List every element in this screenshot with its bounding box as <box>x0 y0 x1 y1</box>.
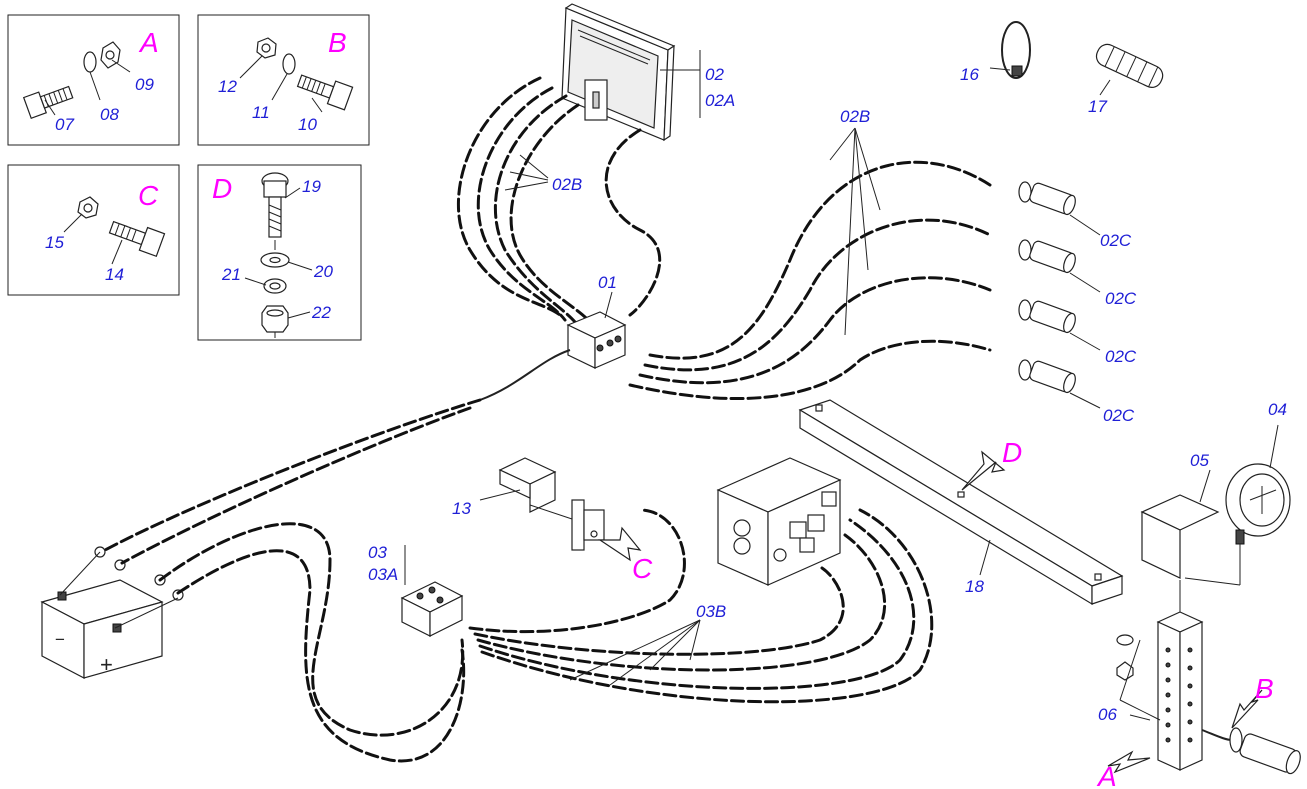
detail-letter-b: B <box>328 27 347 58</box>
detail-letter-d: D <box>212 173 232 204</box>
label-07: 07 <box>55 115 74 134</box>
label-06: 06 <box>1098 705 1117 724</box>
label-20: 20 <box>313 262 333 281</box>
junction-box-01: 01 <box>479 273 627 401</box>
label-01: 01 <box>598 273 617 292</box>
label-02C-1: 02C <box>1100 231 1132 250</box>
battery-minus: − <box>55 630 65 649</box>
detail-box-c: 15 14 C <box>7 164 180 296</box>
label-13: 13 <box>452 499 471 518</box>
label-10: 10 <box>298 115 317 134</box>
label-02C-2: 02C <box>1105 289 1137 308</box>
detail-letter-a: A <box>138 27 159 58</box>
monitor-02: 02 02A <box>561 3 735 142</box>
label-03A: 03A <box>368 565 398 584</box>
label-21: 21 <box>221 265 241 284</box>
work-lamp-04: 04 <box>1184 400 1291 586</box>
label-04: 04 <box>1268 400 1287 419</box>
label-03B: 03B <box>696 602 726 621</box>
label-09: 09 <box>135 75 154 94</box>
cable-clamp-16: 16 <box>960 21 1031 84</box>
label-19: 19 <box>302 177 321 196</box>
callout-letter-a: A <box>1096 761 1117 789</box>
callout-d: D <box>961 437 1022 491</box>
battery-plus: + <box>100 652 113 677</box>
label-02B-top: 02B <box>840 107 870 126</box>
camera-02C-4: 02C <box>1018 359 1135 425</box>
control-box-03: 03 03A <box>368 543 464 637</box>
label-22: 22 <box>311 303 331 322</box>
cable-sleeve-17: 17 <box>1088 43 1164 116</box>
detail-box-a: 07 08 09 A <box>7 14 180 146</box>
camera-02C-1: 02C <box>1018 181 1132 250</box>
callout-letter-b: B <box>1255 673 1274 704</box>
label-17: 17 <box>1088 97 1107 116</box>
bracket-13: 13 <box>452 457 605 551</box>
label-15: 15 <box>45 233 64 252</box>
label-12: 12 <box>218 77 237 96</box>
label-11: 11 <box>252 103 270 122</box>
cables-03B: 03B <box>468 508 934 704</box>
label-14: 14 <box>105 265 124 284</box>
label-05: 05 <box>1190 451 1209 470</box>
detail-box-d: 19 20 21 22 D <box>197 164 362 341</box>
callout-letter-c: C <box>632 553 653 584</box>
callout-letter-d: D <box>1002 437 1022 468</box>
callout-b: B <box>1231 673 1274 729</box>
label-02A: 02A <box>705 91 735 110</box>
cables-02B: 02B 02B <box>456 76 992 401</box>
label-02C-3: 02C <box>1105 347 1137 366</box>
label-02: 02 <box>705 65 724 84</box>
camera-02C-3: 02C <box>1018 299 1137 366</box>
label-02C-4: 02C <box>1103 406 1135 425</box>
label-08: 08 <box>100 105 119 124</box>
detail-letter-c: C <box>138 180 159 211</box>
rail-18: 18 <box>798 399 1124 606</box>
battery: − + <box>40 546 184 679</box>
label-02B-left: 02B <box>552 175 582 194</box>
label-18: 18 <box>965 577 984 596</box>
mounting-post-06: 06 <box>1098 580 1204 771</box>
detail-box-b: 12 11 10 B <box>197 14 370 146</box>
label-03: 03 <box>368 543 387 562</box>
callout-c: C <box>598 526 653 584</box>
camera-02C-2: 02C <box>1018 239 1137 308</box>
label-16: 16 <box>960 65 979 84</box>
bracket-05: 05 <box>1140 451 1220 579</box>
valve-block <box>716 457 842 586</box>
post-camera <box>1201 727 1301 775</box>
callout-a: A <box>1096 750 1151 789</box>
